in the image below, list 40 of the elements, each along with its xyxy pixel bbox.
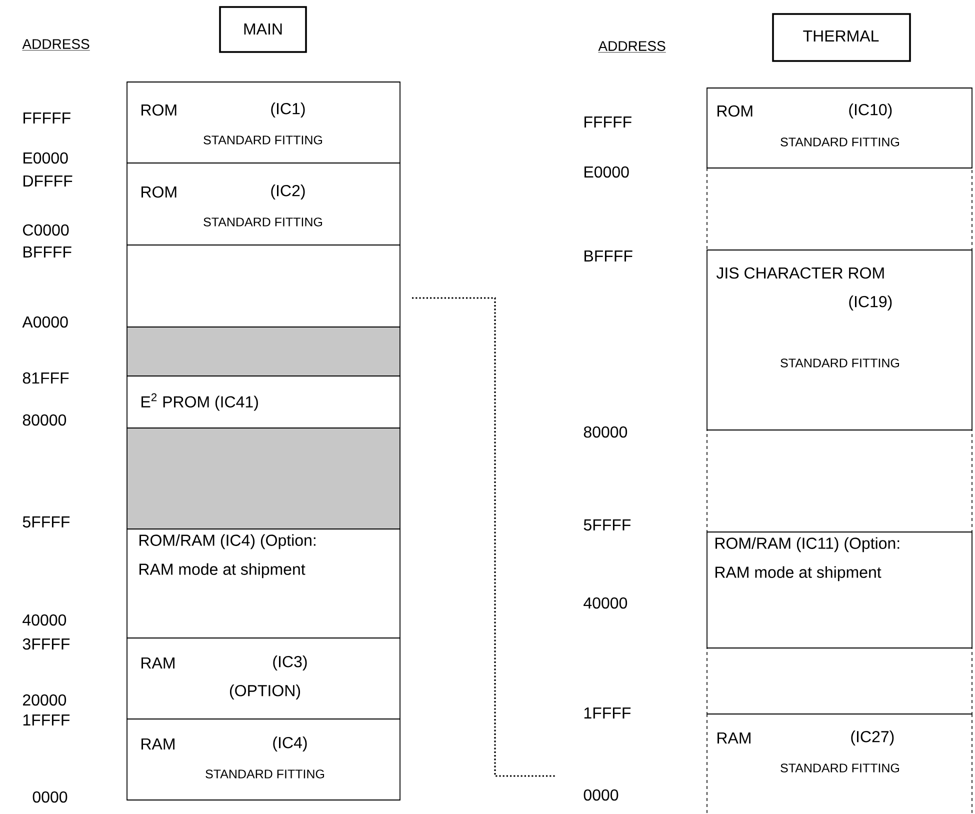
address-label: C0000 [23,224,69,236]
memory-block: ROM (IC1) STANDARD FITTING [126,82,400,164]
shaded-block [126,428,400,530]
memory-block: RAM (IC4) STANDARD FITTING [126,718,400,800]
address-heading: ADDRESS [22,39,90,51]
address-label: 81FFF [22,372,69,384]
address-label: FFFFF [584,116,632,128]
memory-block: RAM (IC27) STANDARD FITTING [706,714,972,814]
address-label: BFFFF [584,250,632,262]
empty-block [706,168,972,250]
address-label: E0000 [24,152,68,164]
address-label: A0000 [22,316,68,328]
empty-block [706,648,972,714]
address-heading: ADDRESS [598,41,666,53]
address-label: 5FFFF [584,519,631,531]
memory-block: JIS CHARACTER ROM (IC19) STANDARD FITTING [706,250,972,430]
memory-block: RAM (IC3) (OPTION) [126,638,400,720]
address-label: 0000 [32,791,68,803]
title-box: MAIN [219,6,307,53]
memory-block: ROM/RAM (IC4) (Option: RAM mode at shipment [126,528,400,638]
memory-block: ROM (IC2) STANDARD FITTING [126,162,400,246]
title-box: THERMAL [772,13,911,62]
address-label: 20000 [23,694,66,706]
address-label: BFFFF [24,246,72,258]
address-label: 40000 [22,614,66,626]
memory-block: ROM (IC10) STANDARD FITTING [706,88,972,168]
address-label: 1FFFF [23,714,70,726]
address-label: 80000 [22,414,66,426]
address-label: 1FFFF [584,708,631,718]
address-label: 0000 [584,789,618,801]
address-label: 5FFFF [22,516,70,528]
address-label: FFFFF [24,112,70,124]
memory-block: ROM/RAM (IC11) (Option: RAM mode at shipment [706,532,972,648]
shaded-block [126,326,400,376]
address-label: E0000 [584,166,629,178]
address-label: 40000 [584,597,628,609]
empty-block [706,430,972,532]
address-label: 80000 [584,426,628,438]
address-label: DFFFF [24,176,72,186]
address-label: 3FFFF [22,638,70,650]
